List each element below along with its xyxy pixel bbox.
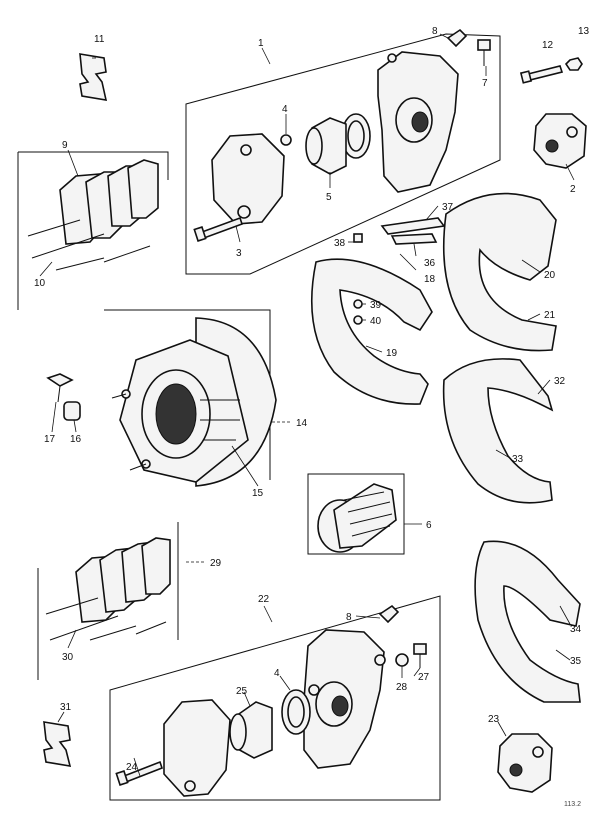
caliper-23-body [497, 733, 553, 793]
bolt-7-head [477, 39, 491, 51]
pin-10a [27, 219, 81, 237]
callout-22: 22 [258, 594, 270, 605]
group-box-1 [185, 33, 501, 275]
callout-4-lower: 4 [274, 668, 280, 679]
brake-pads-9 [17, 151, 169, 310]
leader-lines [39, 33, 575, 777]
callout-15: 15 [252, 488, 264, 499]
callout-9: 9 [62, 140, 68, 151]
brake-pads-29 [37, 522, 179, 680]
callout-20: 20 [544, 270, 556, 281]
callout-33: 33 [512, 454, 524, 465]
callout-40: 40 [370, 316, 382, 327]
bolt-12-nut-13 [519, 57, 583, 84]
caliper-bore-inner [411, 111, 429, 133]
callout-14: 14 [296, 418, 308, 429]
callout-21: 21 [544, 310, 556, 321]
nut-13 [564, 57, 583, 71]
caliper-2 [533, 113, 587, 169]
callout-2: 2 [570, 184, 576, 195]
callout-25: 25 [236, 686, 248, 697]
callout-3: 3 [236, 248, 242, 259]
callout-10: 10 [34, 278, 46, 289]
bleed-nipple-8 [446, 28, 468, 48]
callout-39: 39 [370, 300, 382, 311]
anti-rattle-clip-11 [79, 53, 108, 101]
callout-35: 35 [570, 656, 582, 667]
dust-cover-6 [307, 473, 405, 555]
dust-shield-19 [310, 258, 433, 405]
callout-5: 5 [326, 192, 332, 203]
washer-4 [280, 134, 292, 146]
anti-rattle-clip-31 [43, 721, 72, 767]
callout-13: 13 [578, 26, 590, 37]
figure-reference: 113.2 [564, 801, 581, 808]
washer-28 [395, 653, 409, 667]
pads-box-29 [37, 522, 179, 680]
callout-12: 12 [542, 40, 554, 51]
bolt-17-spacer-16 [46, 373, 81, 421]
callout-27: 27 [418, 672, 430, 683]
washer-40 [353, 315, 363, 325]
callout-1: 1 [258, 38, 264, 49]
dust-shields [310, 192, 581, 703]
callout-28: 28 [396, 682, 408, 693]
callout-34: 34 [570, 624, 582, 635]
callout-7: 7 [482, 78, 488, 89]
screw-38 [353, 233, 363, 243]
callout-8-lower: 8 [346, 612, 352, 623]
group-box-22 [109, 595, 441, 801]
callout-19: 19 [386, 348, 398, 359]
washer-4b [308, 684, 320, 696]
callout-17: 17 [44, 434, 56, 445]
pads-box-9 [17, 151, 169, 310]
callout-31: 31 [60, 702, 72, 713]
bolt-3 [200, 216, 244, 240]
pad-29d [141, 537, 171, 595]
plate-36 [390, 233, 438, 245]
pad-9d [127, 159, 159, 219]
callout-30: 30 [62, 652, 74, 663]
callout-36: 36 [424, 258, 436, 269]
dust-shield-20 [442, 192, 557, 352]
callout-16: 16 [70, 434, 82, 445]
box-6 [307, 473, 405, 555]
callout-37: 37 [442, 202, 454, 213]
caliper-half-lower [163, 699, 231, 797]
callout-8-upper: 8 [432, 26, 438, 37]
caliper-2-body [533, 113, 587, 169]
bolt-17 [46, 373, 74, 387]
bleed-hole [387, 53, 397, 63]
plate-37 [380, 217, 446, 235]
callout-29: 29 [210, 558, 222, 569]
disc-hub-14 [104, 309, 277, 487]
caliper-assembly-lower [109, 595, 441, 801]
bolt-12 [526, 65, 564, 81]
spacer-16 [63, 401, 81, 421]
callout-23: 23 [488, 714, 500, 725]
callout-6: 6 [426, 520, 432, 531]
callout-labels: 1 4 3 5 8 7 12 13 2 11 9 10 14 15 16 17 … [34, 26, 590, 808]
dust-shield-34 [474, 540, 581, 703]
bolt-27-head [413, 643, 427, 655]
callout-11: 11 [94, 34, 105, 45]
callout-32: 32 [554, 376, 566, 387]
caliper-assembly-upper [185, 28, 501, 275]
callout-38: 38 [334, 238, 346, 249]
callout-24: 24 [126, 762, 138, 773]
callout-18: 18 [424, 274, 436, 285]
dust-cover-bellows [333, 483, 397, 549]
washer-39 [353, 299, 363, 309]
caliper-23 [497, 733, 553, 793]
dust-shield-32 [442, 358, 554, 504]
caliper-half-upper [211, 133, 285, 225]
callout-4-upper: 4 [282, 104, 288, 115]
bleed-nipple-8b [378, 604, 400, 624]
vent-fins [200, 399, 240, 441]
